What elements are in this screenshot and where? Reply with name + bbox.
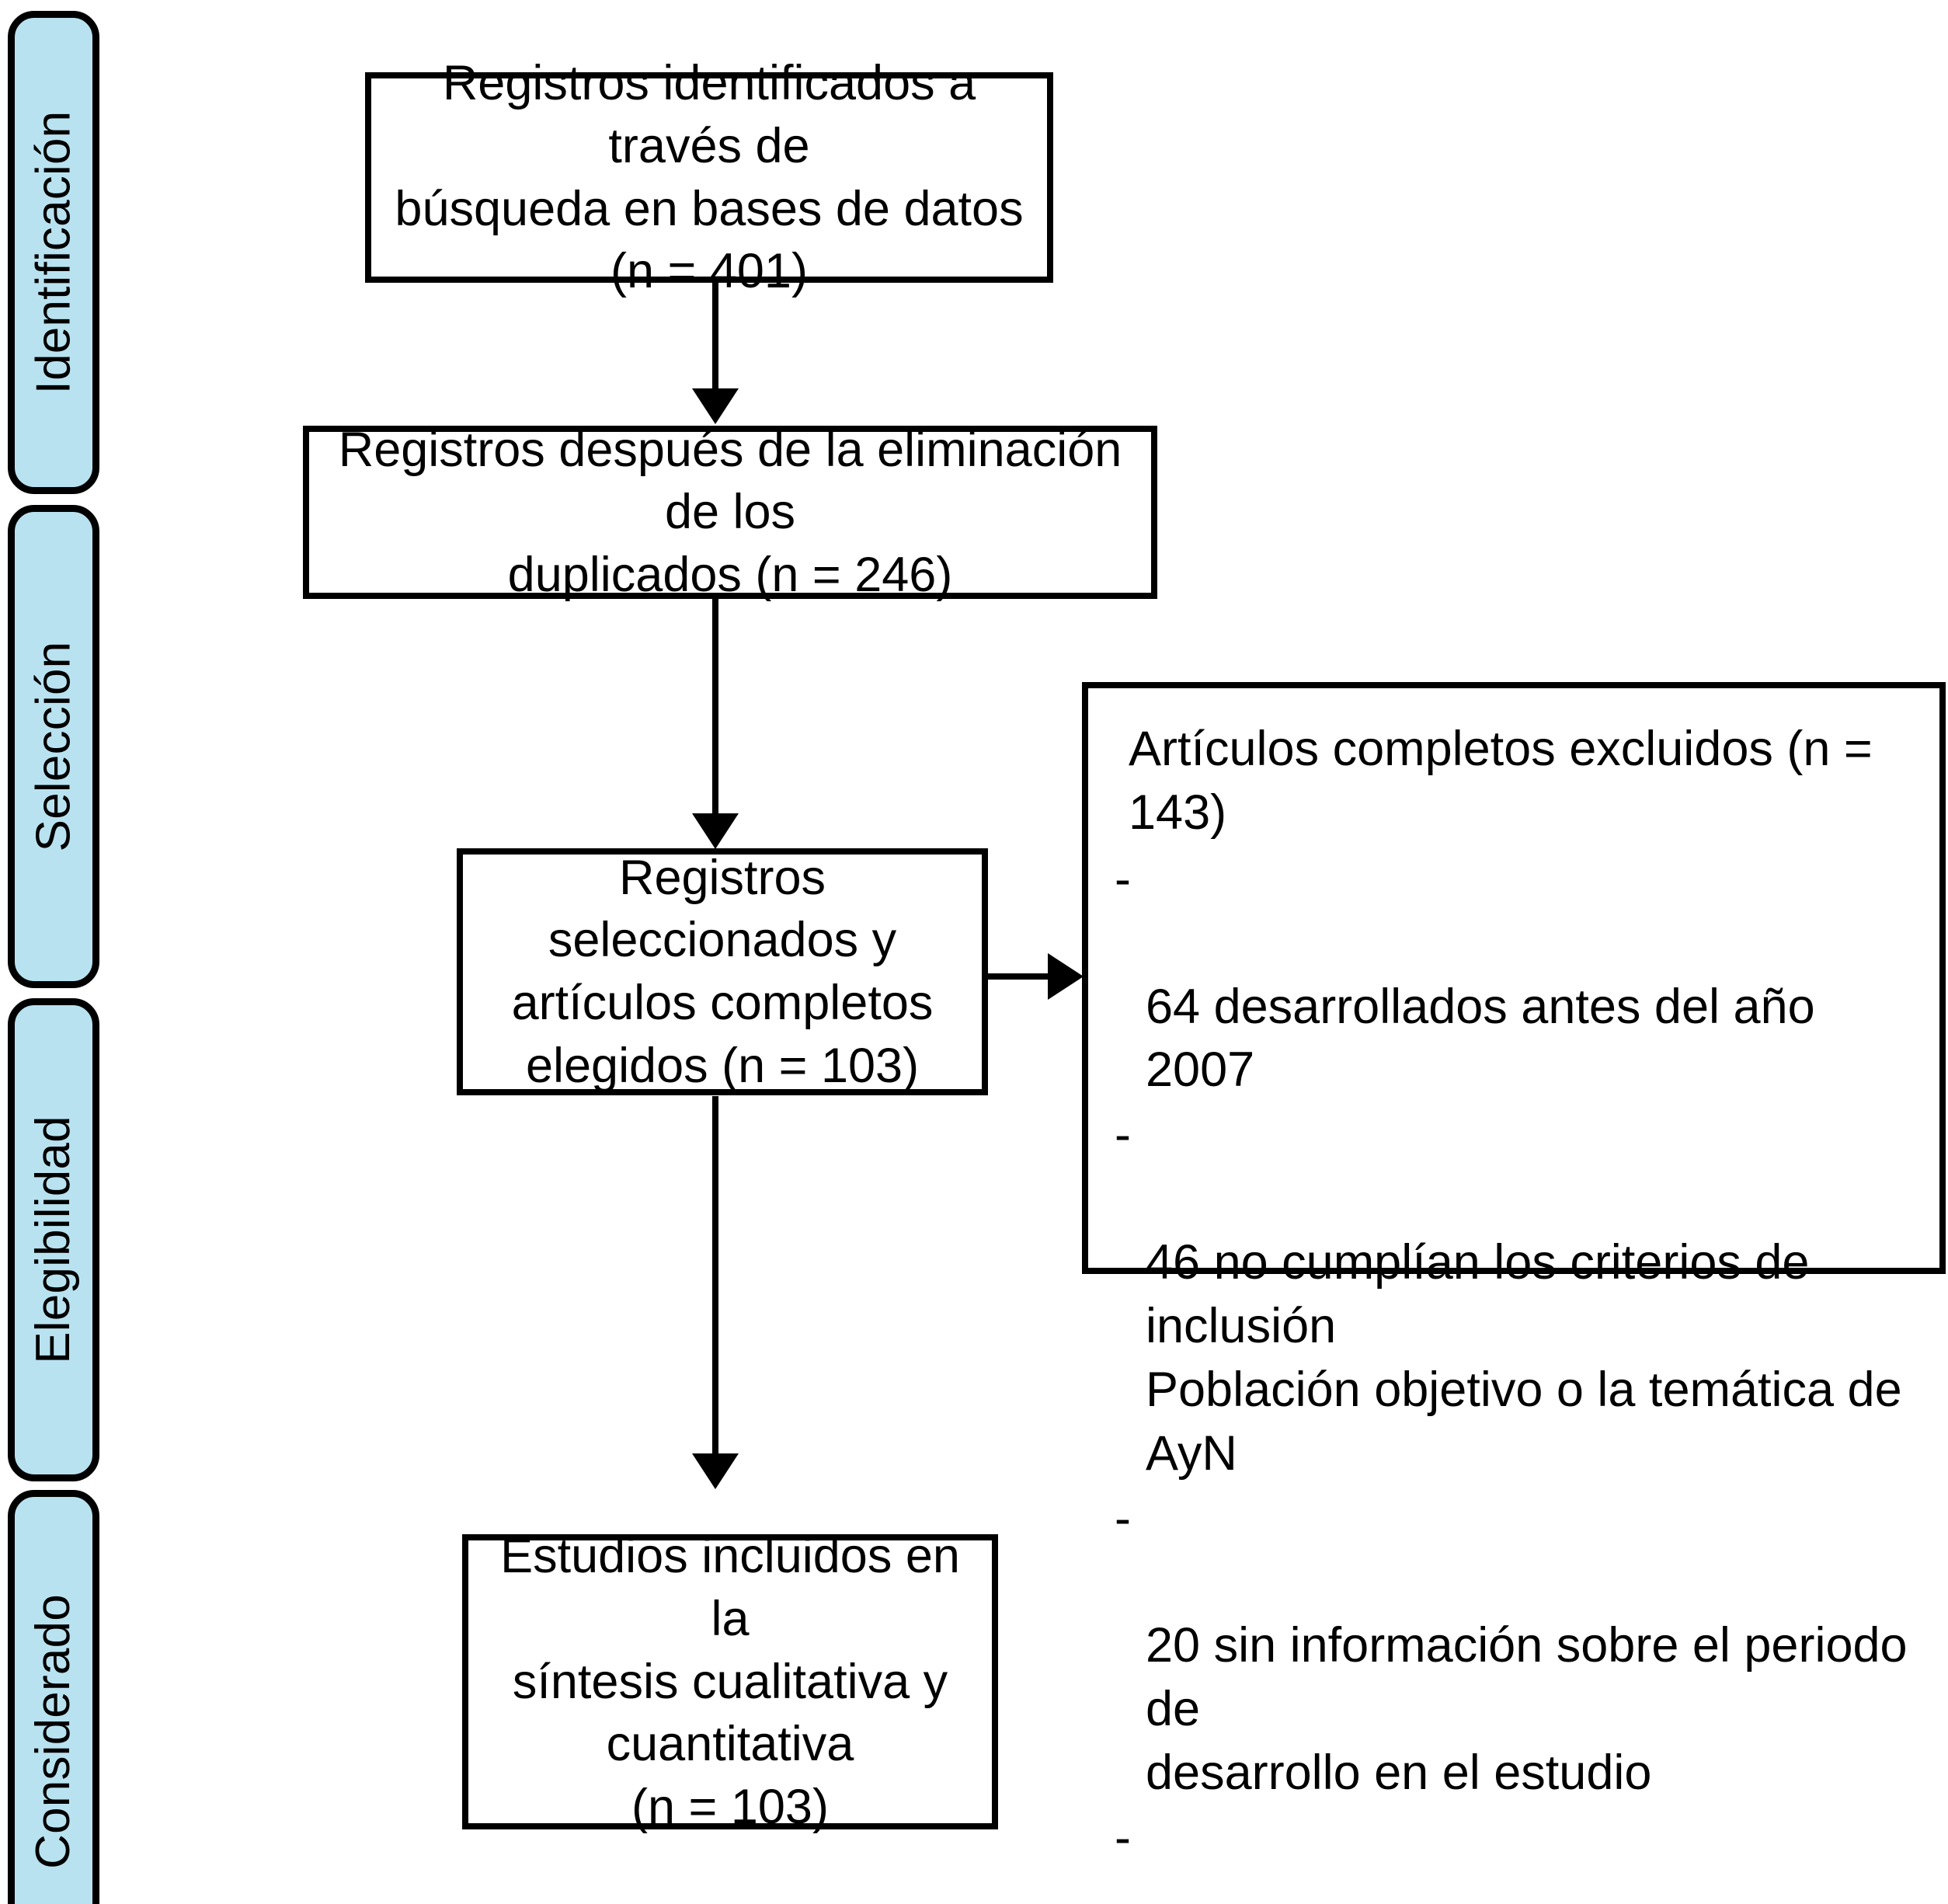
excluded-reason-text: 64 desarrollados antes del año 2007	[1146, 979, 1815, 1098]
excluded-reason-item: - 64 desarrollados antes del año 2007	[1115, 848, 1916, 1103]
box-records-identified-text: Registros identificados a través de búsq…	[395, 56, 1024, 299]
box-studies-included: Estudios incluidos en la síntesis cualit…	[462, 1529, 998, 1834]
box-records-screened-text: Registros seleccionados y artículos comp…	[511, 850, 934, 1093]
excluded-reason-text: 46 no cumplían los criterios de inclusió…	[1146, 1235, 1902, 1481]
connector-arrow-identified-to-dedup	[692, 388, 739, 424]
connector-line-identified-to-dedup	[712, 283, 718, 392]
bullet-dash: -	[1115, 851, 1131, 907]
stage-label-considerado: Considerado	[26, 1594, 81, 1869]
box-records-after-duplicates-text: Registros después de la eliminación de l…	[338, 422, 1122, 602]
stage-pill-identificacion: Identificación	[8, 11, 99, 494]
box-studies-included-text: Estudios incluidos en la síntesis cualit…	[500, 1529, 960, 1834]
connector-arrow-dedup-to-screened	[692, 813, 739, 849]
box-articles-excluded: Artículos completos excluidos (n = 143) …	[1082, 682, 1946, 1865]
connector-line-screened-to-excluded	[988, 973, 1064, 980]
bullet-dash: -	[1115, 1108, 1131, 1163]
box-records-screened: Registros seleccionados y artículos comp…	[457, 848, 988, 1095]
connector-line-dedup-to-screened	[712, 599, 718, 816]
excluded-reason-item: - 20 sin información sobre el periodo de…	[1115, 1488, 1916, 1805]
excluded-reasons-list: - 64 desarrollados antes del año 2007 - …	[1115, 848, 1916, 1904]
box-records-after-duplicates: Registros después de la eliminación de l…	[303, 423, 1157, 602]
bullet-dash: -	[1115, 1811, 1131, 1866]
stage-pill-considerado: Considerado	[8, 1490, 99, 1904]
connector-arrow-screened-to-included	[692, 1453, 739, 1489]
box-articles-excluded-title: Artículos completos excluidos (n = 143)	[1129, 722, 1873, 840]
excluded-reason-item: - 5 realizados en otros nodos de la red …	[1115, 1807, 1916, 1904]
stage-label-elegibilidad: Elegibilidad	[26, 1116, 81, 1364]
excluded-reason-item: - 46 no cumplían los criterios de inclus…	[1115, 1104, 1916, 1485]
connector-line-screened-to-included	[712, 1096, 718, 1457]
connector-arrow-screened-to-excluded	[1048, 953, 1084, 1000]
bullet-dash: -	[1115, 1491, 1131, 1546]
box-records-identified: Registros identificados a través de búsq…	[365, 56, 1053, 298]
stage-pill-seleccion: Selección	[8, 505, 99, 988]
excluded-reason-text: 20 sin información sobre el periodo de d…	[1146, 1618, 1908, 1801]
stage-label-seleccion: Selección	[26, 641, 81, 852]
stage-pill-elegibilidad: Elegibilidad	[8, 998, 99, 1481]
stage-label-identificacion: Identificación	[26, 110, 81, 395]
